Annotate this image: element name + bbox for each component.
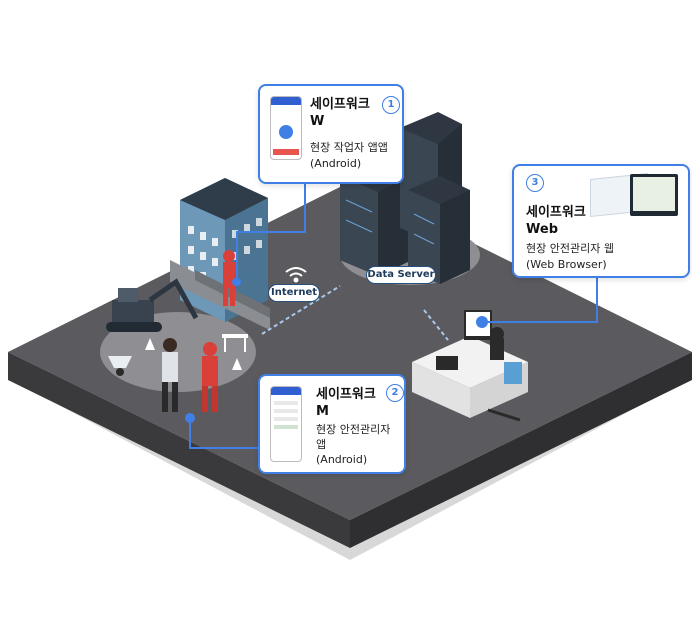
safework-w-card: 세이프워크 1 W 현장 작업자 앱앱 (Android) <box>258 84 404 184</box>
server-racks-illustration <box>340 112 470 284</box>
connector-web-dot <box>476 316 488 328</box>
internet-label: Internet <box>268 284 320 302</box>
card-web-title-line2: Web <box>526 222 558 237</box>
card-m-title-line1: 세이프워크 <box>316 387 376 402</box>
office-desk-illustration <box>412 310 528 422</box>
card-m-title-line2: M <box>316 404 329 419</box>
excavator-illustration <box>106 278 199 332</box>
card-w-title-line2: W <box>310 114 325 129</box>
building-illustration <box>170 178 270 330</box>
card-m-badge: 2 <box>386 384 404 402</box>
internet-link-line <box>261 285 341 335</box>
connector-w <box>236 183 306 282</box>
wheelbarrow-illustration <box>108 356 132 376</box>
card-web-desc-line2: (Web Browser) <box>526 258 607 271</box>
card-m-desc-line1: 현장 안전관리자 <box>316 423 391 436</box>
web-dashboard-image <box>590 172 680 224</box>
data-server-label: Data Server <box>366 266 436 284</box>
connector-w-dot <box>233 278 241 286</box>
safework-web-card: 3 세이프워크 Web 현장 안전관리자 웹 (Web Browser) <box>512 164 690 278</box>
card-m-desc-line3: (Android) <box>316 453 368 466</box>
card-web-title-line1: 세이프워크 <box>526 205 586 220</box>
platform-side-left <box>8 352 350 548</box>
safework-m-card: 세이프워크 2 M 현장 안전관리자 앱 (Android) <box>258 374 406 474</box>
card-m-desc-line2: 앱 <box>316 438 327 451</box>
worker-app-phone-image <box>270 96 302 160</box>
connector-web <box>482 278 598 323</box>
card-w-desc-line2: (Android) <box>310 157 362 170</box>
connector-m <box>189 418 260 449</box>
platform-side-right <box>350 352 692 548</box>
wifi-icon <box>285 267 307 283</box>
cones-illustration <box>145 334 248 370</box>
card-web-badge: 3 <box>526 174 544 192</box>
platform-top <box>8 182 692 520</box>
manager-app-phone-image <box>270 386 302 462</box>
connector-m-dot <box>185 413 195 423</box>
card-w-title-line1: 세이프워크 <box>310 97 370 112</box>
card-w-badge: 1 <box>382 96 400 114</box>
card-w-desc-line1: 현장 작업자 앱앱 <box>310 141 388 154</box>
card-web-desc-line1: 현장 안전관리자 웹 <box>526 242 614 255</box>
